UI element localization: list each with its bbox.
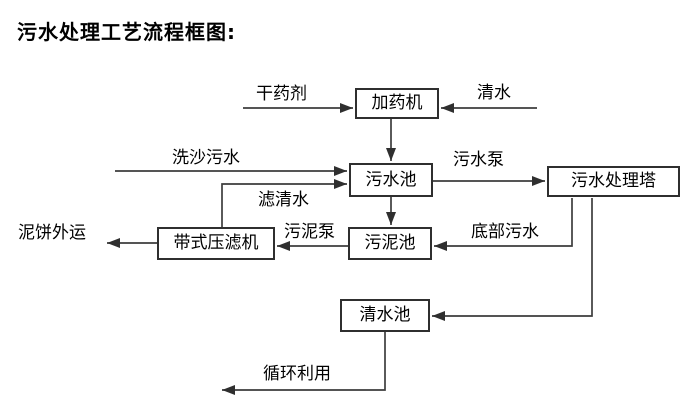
- arrow-filtered-water: [221, 179, 347, 227]
- page-title: 污水处理工艺流程框图:: [17, 20, 236, 44]
- node-dosing-machine: 加药机: [355, 88, 439, 119]
- edge-label-filtered-water: 滤清水: [258, 190, 309, 210]
- arrow-tower-to-clear-water-pool: [432, 198, 593, 321]
- edge-label-mud-cake-outbound: 泥饼外运: [18, 223, 86, 243]
- edge-label-bottom-sewage: 底部污水: [471, 222, 539, 242]
- arrow-bottom-sewage: [434, 198, 573, 251]
- node-sludge-pool: 污泥池: [348, 227, 432, 260]
- node-sewage-treatment-tower: 污水处理塔: [547, 166, 680, 197]
- edge-label-sand-washing-sewage: 洗沙污水: [172, 148, 240, 168]
- edge-label-clear-water: 清水: [477, 83, 511, 103]
- arrow-recycling: [222, 332, 386, 395]
- edge-label-sludge-pump: 污泥泵: [284, 222, 335, 242]
- edge-label-dry-chemical: 干药剂: [256, 84, 307, 104]
- edge-label-sewage-pump: 污水泵: [453, 150, 504, 170]
- node-sewage-pool: 污水池: [349, 163, 433, 197]
- node-clear-water-pool: 清水池: [340, 299, 430, 332]
- edge-label-recycling: 循环利用: [263, 364, 331, 384]
- node-belt-filter-press: 带式压滤机: [157, 227, 275, 260]
